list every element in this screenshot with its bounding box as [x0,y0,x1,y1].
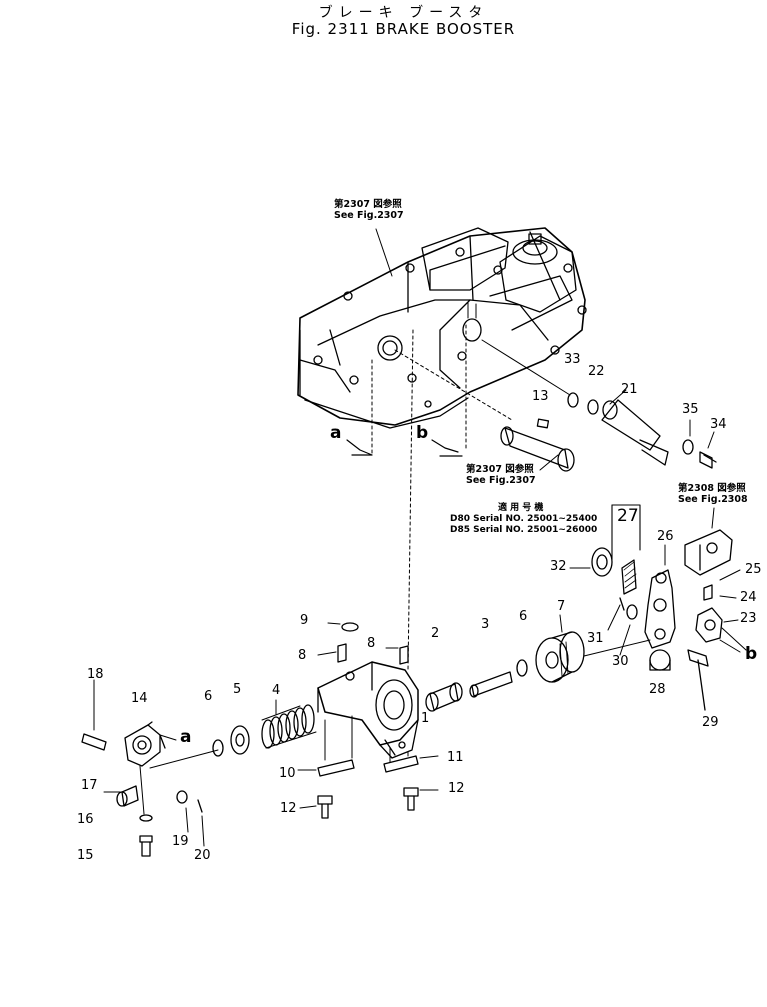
part-label-8-left: 8 [298,648,307,663]
part-label-30: 30 [612,654,629,669]
part-label-12-left: 12 [280,801,297,816]
reference-jp: 第2307 図参照 [466,464,534,475]
view-marker-a-top: a [330,423,342,443]
reference-note-2307-mid: 第2307 図参照 See Fig.2307 [466,464,536,486]
serial-line-d85: D85 Serial NO. 25001~26000 [450,525,598,535]
reference-jp: 第2307 図参照 [334,199,402,210]
part-label-25: 25 [745,562,762,577]
plate-10 [317,759,355,777]
part-label-1: 1 [421,711,430,726]
reference-jp: 第2308 図参照 [678,483,746,494]
part-label-3: 3 [481,617,490,632]
part-label-6-right: 6 [519,609,528,624]
bolt-15 [139,835,153,857]
part-label-26: 26 [657,529,674,544]
part-label-34: 34 [710,417,727,432]
plate-9 [341,622,359,632]
part-label-17: 17 [81,778,98,793]
spring-4 [261,704,317,749]
reference-note-2307-top: 第2307 図参照 See Fig.2307 [334,199,404,221]
reference-en: See Fig.2308 [678,494,748,505]
plunger-2 [425,682,463,712]
part-label-22: 22 [588,364,605,379]
part-label-14: 14 [131,691,148,706]
bolt-12 [317,787,419,819]
part-label-31: 31 [587,631,604,646]
pin-29 [687,649,709,711]
ring-6-right [516,659,528,677]
o-ring-33 [567,392,579,408]
part-label-7: 7 [557,599,566,614]
part-label-2: 2 [431,626,440,641]
part-label-35: 35 [682,402,699,417]
pin-20 [197,799,203,813]
roller-28 [649,649,671,671]
reference-en: See Fig.2307 [334,210,404,221]
serial-line-d80: D80 Serial NO. 25001~25400 [450,514,598,524]
ring-6-left [212,739,224,757]
transmission-housing [297,227,587,429]
part-label-27: 27 [617,506,639,526]
part-label-18: 18 [87,667,104,682]
part-label-12-right: 12 [448,781,465,796]
view-marker-b-top: b [416,423,429,443]
screw-25 [703,584,713,601]
reference-part-2308 [684,529,733,576]
washer-16 [139,814,153,822]
snap-ring-22 [587,399,599,415]
washer-35 [682,439,694,455]
part-label-16: 16 [77,812,94,827]
rod-3 [469,671,513,698]
part-label-13: 13 [532,389,549,404]
assembly-guide-lines [371,324,513,671]
shaft-21 [601,399,669,466]
part-label-9: 9 [300,613,309,628]
spacer-32 [591,547,613,577]
lever-14 [124,721,166,767]
part-label-6-left: 6 [204,689,213,704]
bolt-34 [699,451,717,469]
part-label-4: 4 [272,683,281,698]
piston-7 [535,631,585,683]
part-label-5: 5 [233,682,242,697]
serial-heading: 適 用 号 機 [498,503,544,513]
washer-30 [626,604,638,620]
part-label-29: 29 [702,715,719,730]
part-label-15: 15 [77,848,94,863]
shaft-tube [500,418,575,472]
figure-title: Fig. 2311 BRAKE BOOSTER [291,20,516,38]
part-label-8-right: 8 [367,636,376,651]
bearing-27 [621,559,637,595]
lever-26 [644,569,676,649]
nut-19 [176,790,188,804]
part-label-21: 21 [621,382,638,397]
part-label-32: 32 [550,559,567,574]
reference-en: See Fig.2307 [466,475,536,486]
part-label-19: 19 [172,834,189,849]
part-label-23: 23 [740,611,757,626]
pin-31 [619,597,625,611]
bushing-17 [116,785,139,807]
seal-5 [230,725,250,755]
part-label-20: 20 [194,848,211,863]
title-japanese: ブレーキ ブースタ [318,5,489,21]
bolt-18 [81,679,107,751]
view-marker-a-left: a [180,727,192,747]
part-label-11: 11 [447,750,464,765]
part-label-24: 24 [740,590,757,605]
part-label-33: 33 [564,352,581,367]
plate-11 [383,755,419,773]
serial-note: 適 用 号 機 D80 Serial NO. 25001~25400 D85 S… [450,503,597,536]
part-label-28: 28 [649,682,666,697]
view-marker-b-right: b [745,644,758,664]
plug-8 [337,643,409,665]
reference-note-2308: 第2308 図参照 See Fig.2308 [678,483,748,505]
part-label-10: 10 [279,766,296,781]
cam-23 [695,607,723,643]
cylinder-body-1 [317,661,419,759]
